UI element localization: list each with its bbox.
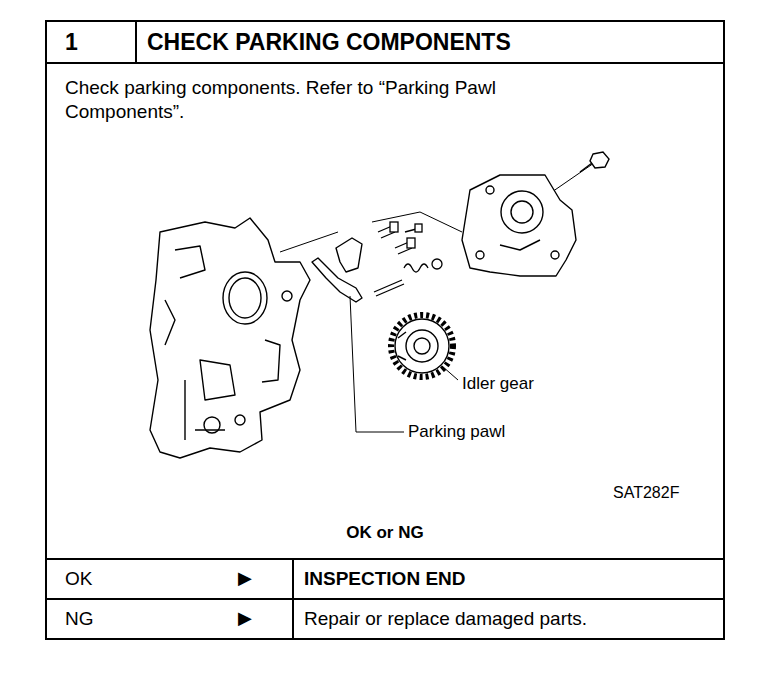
- step-title: CHECK PARKING COMPONENTS: [135, 20, 725, 64]
- transmission-case-part: [223, 272, 267, 324]
- rear-housing-part: [500, 240, 540, 250]
- step-number: 1: [45, 20, 137, 64]
- figure-code: SAT282F: [611, 484, 681, 502]
- parking-pawl: [312, 238, 362, 302]
- rear-housing-part: [511, 201, 533, 223]
- leader-line-part: [350, 296, 404, 432]
- small-parts-part: [407, 238, 415, 248]
- transmission-case-part: [185, 380, 225, 440]
- idler-gear-part: [395, 319, 449, 373]
- transmission-case-part: [229, 278, 261, 318]
- leader-line: [350, 296, 458, 432]
- transmission-case-part: [165, 300, 175, 345]
- small-parts-part: [415, 224, 422, 232]
- transmission-case-part: [200, 360, 235, 400]
- action-cell: INSPECTION END: [292, 558, 725, 600]
- transmission-case-part: [235, 415, 245, 425]
- rear-housing-part: [486, 186, 494, 194]
- small-parts-part: [374, 280, 404, 296]
- result-cell: NG: [45, 598, 294, 640]
- idler-gear-part: [406, 330, 438, 362]
- rear-housing-part: [462, 175, 576, 276]
- housing-bolt: [580, 152, 609, 172]
- transmission-case-part: [175, 246, 205, 278]
- leader-line-part: [442, 366, 458, 380]
- result-cell-text: NG: [65, 607, 94, 631]
- idler-gear-part: [398, 332, 406, 360]
- transmission-case-part: [262, 340, 280, 382]
- rear-housing-part: [501, 191, 543, 233]
- part-name: Parking pawl: [406, 423, 507, 442]
- action-cell-text: Repair or replace damaged parts.: [304, 607, 587, 631]
- small-parts-part: [390, 222, 398, 232]
- action-cell: Repair or replace damaged parts.: [292, 598, 725, 640]
- rear-housing: [462, 175, 576, 276]
- parking-pawl-part: [336, 238, 362, 272]
- arrow-symbol: ▶: [236, 569, 254, 589]
- parking-pawl-part: [312, 258, 362, 302]
- idler-gear-part: [414, 338, 430, 354]
- part-name: Idler gear: [460, 375, 536, 394]
- result-cell: OK: [45, 558, 294, 600]
- step-number-text: 1: [65, 28, 78, 57]
- rear-housing-part: [551, 251, 559, 259]
- result-question: OK or NG: [47, 522, 723, 543]
- arrow-symbol: ▶: [236, 609, 254, 629]
- assembly-line-part: [280, 232, 338, 252]
- result-cell-text: OK: [65, 567, 92, 591]
- transmission-case-part: [282, 291, 292, 301]
- small-parts-part: [404, 264, 428, 272]
- small-parts: [374, 222, 442, 296]
- transmission-case: [150, 218, 310, 458]
- transmission-case-part: [150, 218, 310, 458]
- step-title-text: CHECK PARKING COMPONENTS: [147, 28, 511, 57]
- action-cell-text: INSPECTION END: [304, 567, 466, 591]
- instruction-text: Check parking components. Refer to “Park…: [65, 76, 605, 124]
- rear-housing-part: [476, 251, 484, 259]
- small-parts-part: [432, 259, 442, 269]
- housing-bolt-part: [590, 152, 609, 168]
